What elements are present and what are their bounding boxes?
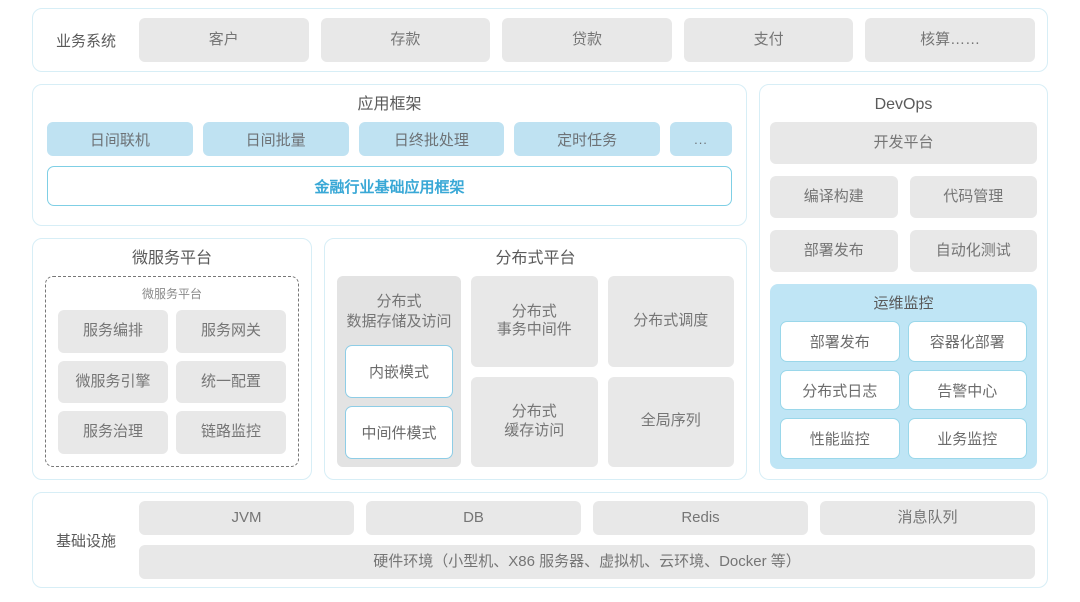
infrastructure-tile-message-queue[interactable]: 消息队列 [820,501,1035,535]
ops-tile-containerized-deployment[interactable]: 容器化部署 [907,321,1027,362]
infrastructure-body: JVM DB Redis 消息队列 硬件环境（小型机、X86 服务器、虚拟机、云… [139,501,1035,579]
ops-tile-alert-center[interactable]: 告警中心 [907,369,1027,411]
infrastructure-tile-row: JVM DB Redis 消息队列 [139,501,1035,535]
business-system-tile-accounting[interactable]: 核算…… [865,18,1035,62]
devops-tile-row-2: 部署发布 自动化测试 [770,230,1037,273]
business-system-tile-loan[interactable]: 贷款 [502,18,672,62]
microservice-tile-service-gateway[interactable]: 服务网关 [176,310,286,353]
devops-tile-dev-platform[interactable]: 开发平台 [770,122,1037,165]
microservice-tile-link-monitoring[interactable]: 链路监控 [176,411,286,454]
distributed-tile-scheduling[interactable]: 分布式调度 [607,276,734,367]
infrastructure-tile-jvm[interactable]: JVM [139,501,354,535]
infrastructure-tile-redis[interactable]: Redis [593,501,808,535]
infrastructure-section: 基础设施 JVM DB Redis 消息队列 硬件环境（小型机、X86 服务器、… [32,492,1048,588]
devops-tile-row-1: 编译构建 代码管理 [770,176,1037,219]
ops-tile-distributed-logging[interactable]: 分布式日志 [780,369,900,411]
platform-lower-row: 微服务平台 微服务平台 服务编排 服务网关 微服务引擎 统一配置 服务治理 链路… [32,238,747,480]
middle-zone: 应用框架 日间联机 日间批量 日终批处理 定时任务 ... 金融行业基础应用框架… [32,84,1048,480]
microservice-tile-microservice-engine[interactable]: 微服务引擎 [58,360,168,404]
ops-monitoring-panel: 运维监控 部署发布 容器化部署 分布式日志 告警中心 性能监控 业务监控 [770,284,1037,469]
app-framework-tile-eod-batch[interactable]: 日终批处理 [358,122,505,157]
distributed-data-storage-card: 分布式 数据存储及访问 内嵌模式 中间件模式 [337,276,461,467]
app-framework-tile-daytime-batch[interactable]: 日间批量 [202,122,349,157]
devops-tile-deploy-release[interactable]: 部署发布 [770,230,898,273]
distributed-mode-embedded[interactable]: 内嵌模式 [345,345,453,399]
distributed-platform-section: 分布式平台 分布式 数据存储及访问 内嵌模式 中间件模式 分布式 事务中间件 分… [324,238,747,480]
business-system-tile-customer[interactable]: 客户 [139,18,309,62]
distributed-data-storage-label: 分布式 数据存储及访问 [346,293,452,330]
devops-tile-automated-testing[interactable]: 自动化测试 [909,230,1037,273]
infrastructure-tile-db[interactable]: DB [366,501,581,535]
business-system-tile-payment[interactable]: 支付 [683,18,854,62]
distributed-mode-middleware[interactable]: 中间件模式 [345,406,453,459]
app-framework-tile-daytime-online[interactable]: 日间联机 [47,122,193,157]
distributed-platform-grid: 分布式 事务中间件 分布式调度 分布式 缓存访问 全局序列 [471,276,734,467]
app-framework-section: 应用框架 日间联机 日间批量 日终批处理 定时任务 ... 金融行业基础应用框架 [32,84,747,226]
devops-section: DevOps 开发平台 编译构建 代码管理 部署发布 自动化测试 运维监控 部署… [759,84,1048,480]
microservice-platform-title: 微服务平台 [131,250,212,267]
microservice-platform-section: 微服务平台 微服务平台 服务编排 服务网关 微服务引擎 统一配置 服务治理 链路… [32,238,312,480]
distributed-platform-body: 分布式 数据存储及访问 内嵌模式 中间件模式 分布式 事务中间件 分布式调度 分… [337,276,734,467]
microservice-platform-inner-title: 微服务平台 [141,287,202,302]
microservice-tile-service-orchestration[interactable]: 服务编排 [58,310,168,353]
business-systems-label: 业务系统 [55,32,116,50]
app-framework-tile-more[interactable]: ... [670,122,732,157]
app-framework-tile-scheduled-task[interactable]: 定时任务 [514,122,660,157]
infrastructure-tile-hardware-environment[interactable]: 硬件环境（小型机、X86 服务器、虚拟机、云环境、Docker 等） [139,545,1035,579]
ops-tile-business-monitoring[interactable]: 业务监控 [907,418,1027,459]
distributed-tile-cache-access[interactable]: 分布式 缓存访问 [471,376,598,467]
distributed-tile-global-sequence[interactable]: 全局序列 [607,376,734,467]
infrastructure-hardware-row: 硬件环境（小型机、X86 服务器、虚拟机、云环境、Docker 等） [139,545,1035,579]
platform-column: 应用框架 日间联机 日间批量 日终批处理 定时任务 ... 金融行业基础应用框架… [32,84,747,480]
app-framework-tile-row: 日间联机 日间批量 日终批处理 定时任务 ... [47,122,732,157]
ops-tile-performance-monitoring[interactable]: 性能监控 [780,418,900,459]
ops-monitoring-grid: 部署发布 容器化部署 分布式日志 告警中心 性能监控 业务监控 [780,321,1027,459]
distributed-tile-transaction-middleware[interactable]: 分布式 事务中间件 [471,276,598,367]
business-system-tile-deposit[interactable]: 存款 [320,18,491,62]
ops-tile-deploy-release[interactable]: 部署发布 [780,321,900,362]
distributed-platform-title: 分布式平台 [495,250,576,267]
microservice-tile-service-governance[interactable]: 服务治理 [58,411,168,454]
microservice-platform-grid: 服务编排 服务网关 微服务引擎 统一配置 服务治理 链路监控 [58,310,286,454]
app-framework-base-banner: 金融行业基础应用框架 [47,166,732,207]
microservice-platform-inner-box: 微服务平台 服务编排 服务网关 微服务引擎 统一配置 服务治理 链路监控 [45,276,299,467]
microservice-tile-unified-config[interactable]: 统一配置 [176,360,286,404]
devops-tile-code-management[interactable]: 代码管理 [909,176,1037,219]
infrastructure-label: 基础设施 [55,532,116,550]
app-framework-title: 应用框架 [357,96,422,113]
devops-title: DevOps [874,96,933,113]
ops-monitoring-title: 运维监控 [873,295,934,313]
business-systems-section: 业务系统 客户 存款 贷款 支付 核算…… [32,8,1048,72]
devops-tile-compile-build[interactable]: 编译构建 [770,176,898,219]
